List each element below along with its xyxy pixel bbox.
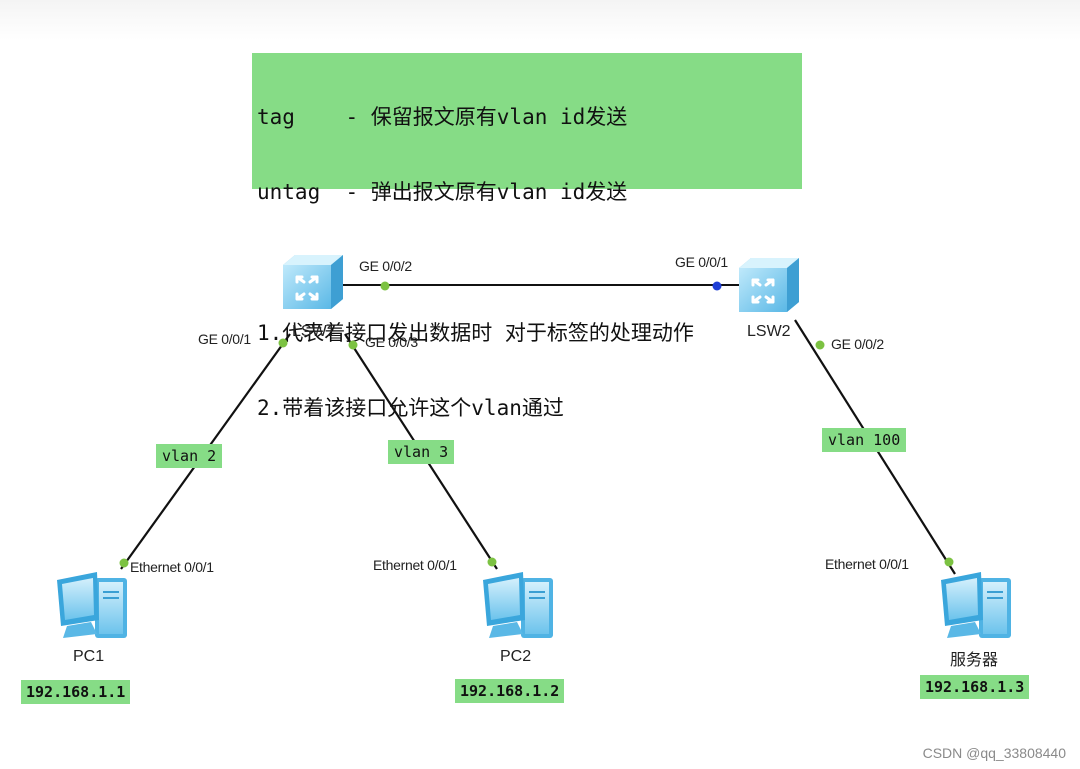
vlan-label-server: vlan 100: [822, 428, 907, 452]
switch-icon[interactable]: [283, 255, 343, 309]
pc-icon[interactable]: [483, 572, 553, 638]
device-label-server: 服务器: [950, 652, 999, 669]
pc-icon[interactable]: [57, 572, 127, 638]
port-label-server-eth: Ethernet 0/0/1: [825, 556, 909, 572]
vlan-label-pc1: vlan 2: [156, 444, 223, 468]
port-dot-server[interactable]: [944, 557, 954, 567]
port-label-lsw1-g3: GE 0/0/3: [365, 334, 418, 350]
port-label-lsw1-g2: GE 0/0/2: [359, 258, 412, 274]
port-dot-lsw1-g2[interactable]: [380, 281, 390, 291]
note-line-untag: untag - 弹出报文原有vlan id发送: [257, 180, 628, 204]
switch-icon[interactable]: [739, 258, 799, 312]
port-label-pc1-eth: Ethernet 0/0/1: [130, 559, 214, 575]
vlan-label-pc2: vlan 3: [388, 440, 455, 464]
port-dot-lsw2-g1[interactable]: [712, 281, 722, 291]
device-label-pc2: PC2: [500, 648, 532, 665]
config-note: tag - 保留报文原有vlan id发送 untag - 弹出报文原有vlan…: [252, 53, 802, 420]
port-dot-lsw1-g3[interactable]: [348, 340, 358, 350]
ip-label-pc2: 192.168.1.2: [455, 679, 565, 703]
note-line-2: 2.带着该接口允许这个vlan通过: [257, 396, 564, 420]
port-label-lsw2-g2: GE 0/0/2: [831, 336, 884, 352]
ip-label-pc1: 192.168.1.1: [21, 680, 131, 704]
note-line-1: 1.代表着接口发出数据时 对于标签的处理动作: [257, 321, 694, 345]
port-label-lsw1-g1: GE 0/0/1: [198, 331, 251, 347]
port-label-lsw2-g1: GE 0/0/1: [675, 254, 728, 270]
ip-label-server: 192.168.1.3: [920, 675, 1030, 699]
device-label-lsw2: LSW2: [747, 323, 791, 340]
device-label-pc1: PC1: [73, 648, 105, 665]
port-dot-lsw1-g1[interactable]: [278, 338, 288, 348]
port-dot-pc2[interactable]: [487, 557, 497, 567]
device-label-lsw1: LSW1: [292, 323, 336, 340]
port-dot-lsw2-g2[interactable]: [815, 340, 825, 350]
watermark: CSDN @qq_33808440: [922, 745, 1066, 761]
port-dot-pc1[interactable]: [119, 558, 129, 568]
server-icon[interactable]: [941, 572, 1011, 638]
port-label-pc2-eth: Ethernet 0/0/1: [373, 557, 457, 573]
note-line-tag: tag - 保留报文原有vlan id发送: [257, 105, 628, 129]
